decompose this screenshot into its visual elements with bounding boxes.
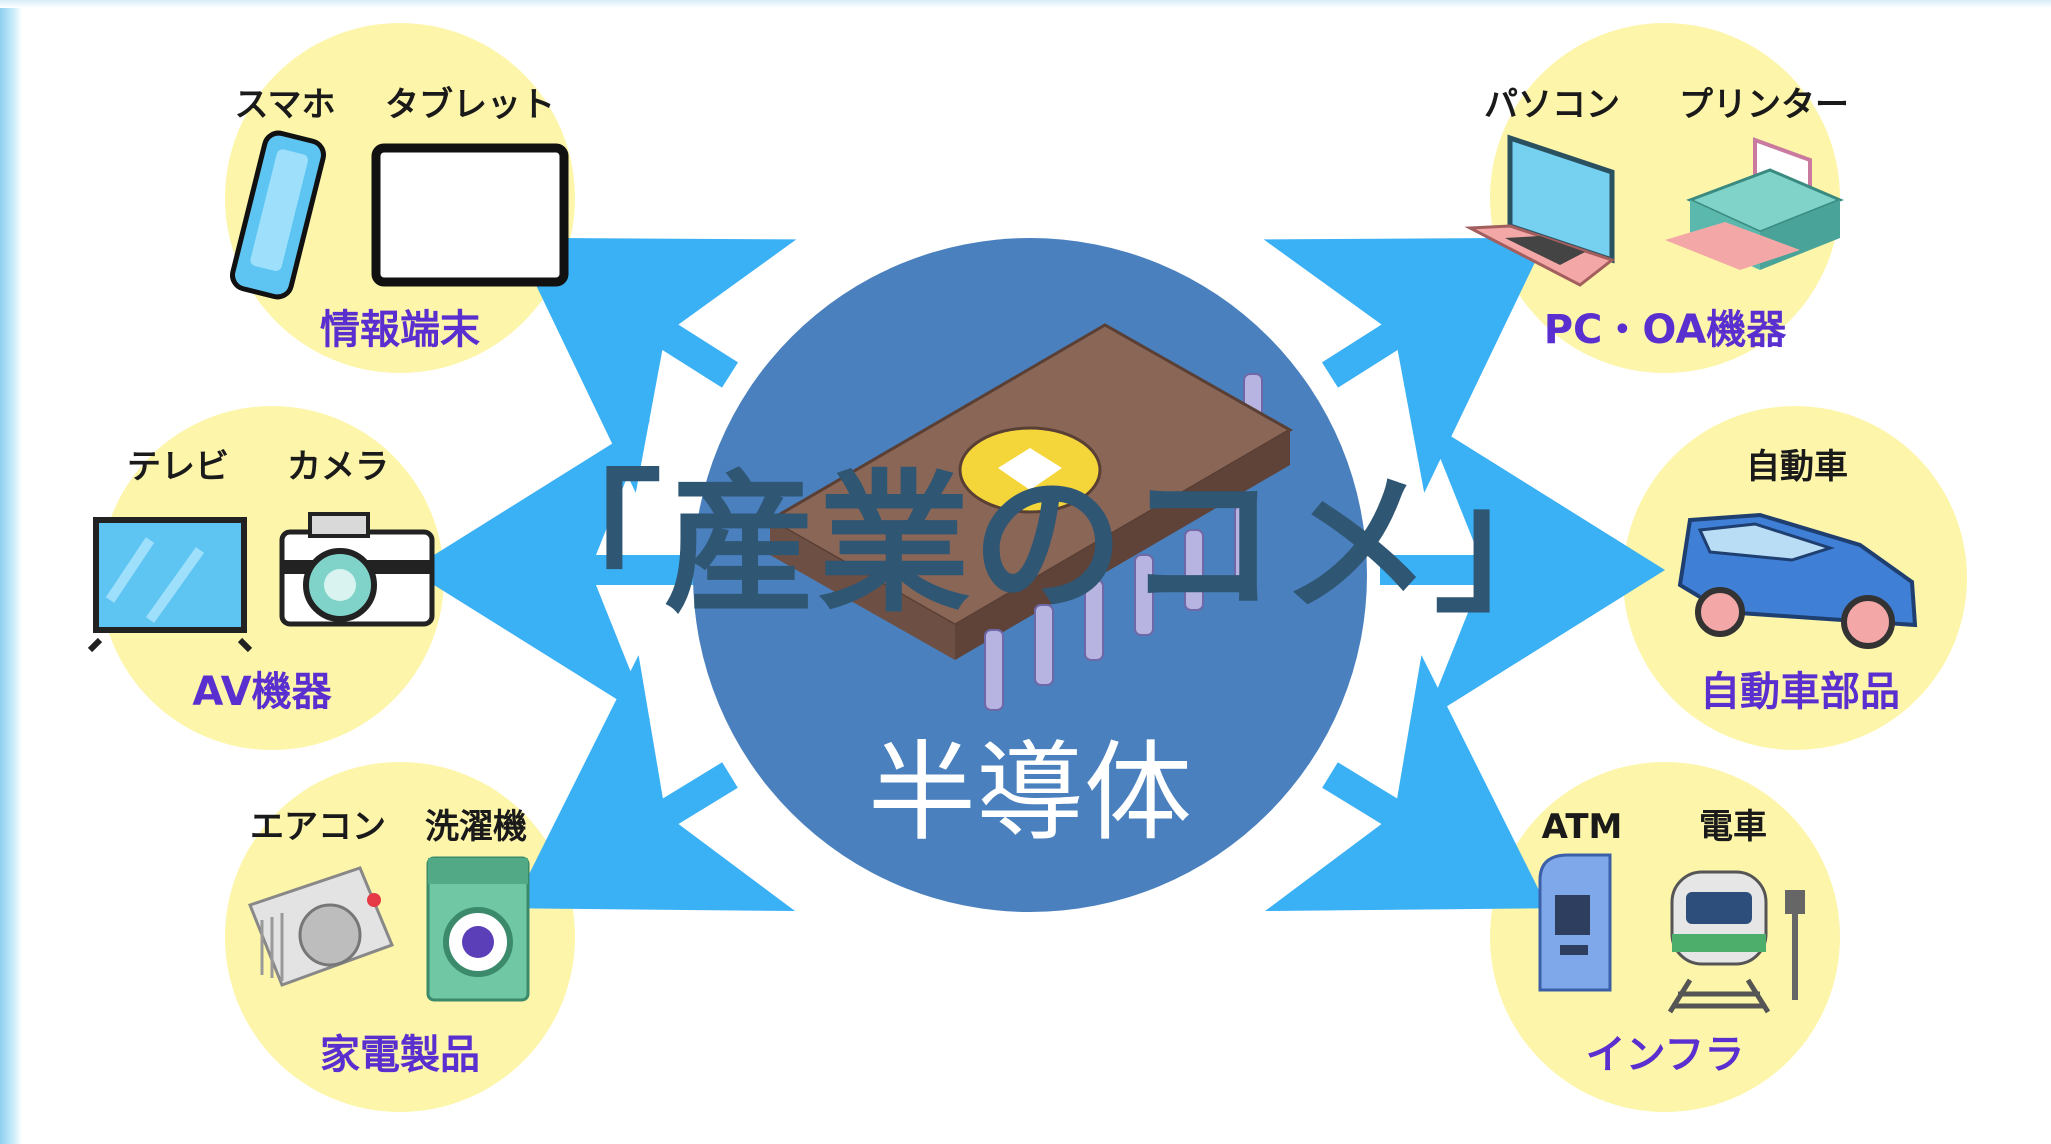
tv-icon (87, 517, 253, 653)
arrow-to-info (513, 237, 797, 493)
item-label-pc: パソコン (1484, 85, 1620, 125)
item-label-tv: テレビ (127, 447, 229, 487)
semiconductor-chip-icon (766, 323, 1294, 711)
item-label-camera: カメラ (287, 447, 389, 487)
item-label-smartphone: スマホ (235, 85, 336, 125)
item-label-train: 電車 (1699, 807, 1767, 847)
camera-icon (279, 512, 435, 627)
top-edge-gradient (0, 0, 2051, 8)
smartphone-icon (230, 130, 326, 300)
left-edge-gradient (0, 0, 22, 1144)
item-label-car: 自動車 (1746, 447, 1848, 487)
center-label: 半導体 (868, 731, 1192, 856)
category-circle-appliance (225, 762, 575, 1112)
category-label-pc: PC・OA機器 (1544, 307, 1788, 353)
category-circle-pc (1490, 23, 1840, 373)
category-circle-av (100, 406, 444, 750)
train-icon (1667, 870, 1805, 1014)
item-label-printer: プリンター (1679, 85, 1849, 125)
item-label-air-conditioner: エアコン (250, 807, 386, 847)
atm-icon (1538, 853, 1612, 992)
printer-icon (1665, 137, 1844, 270)
item-label-atm: ATM (1542, 807, 1623, 847)
air-conditioner-icon (248, 866, 394, 987)
car-icon (1677, 512, 1918, 649)
arrow-to-infra (1264, 655, 1548, 912)
arrow-to-pc (1263, 237, 1547, 493)
laptop-icon (1464, 134, 1616, 287)
washing-machine-icon (426, 856, 530, 1002)
category-label-infra: インフラ (1586, 1032, 1745, 1078)
category-label-appliance: 家電製品 (320, 1032, 480, 1078)
category-label-av: AV機器 (192, 669, 332, 715)
category-label-info: 情報端末 (320, 307, 480, 353)
category-circle-infra (1490, 762, 1840, 1112)
item-label-washing-machine: 洗濯機 (425, 807, 527, 847)
overlay-title: 「産業のコメ」 (510, 456, 1588, 633)
category-label-car: 自動車部品 (1700, 669, 1900, 715)
arrow-to-appliance (512, 655, 796, 912)
item-label-tablet: タブレット (385, 85, 555, 125)
tablet-icon (371, 143, 569, 287)
